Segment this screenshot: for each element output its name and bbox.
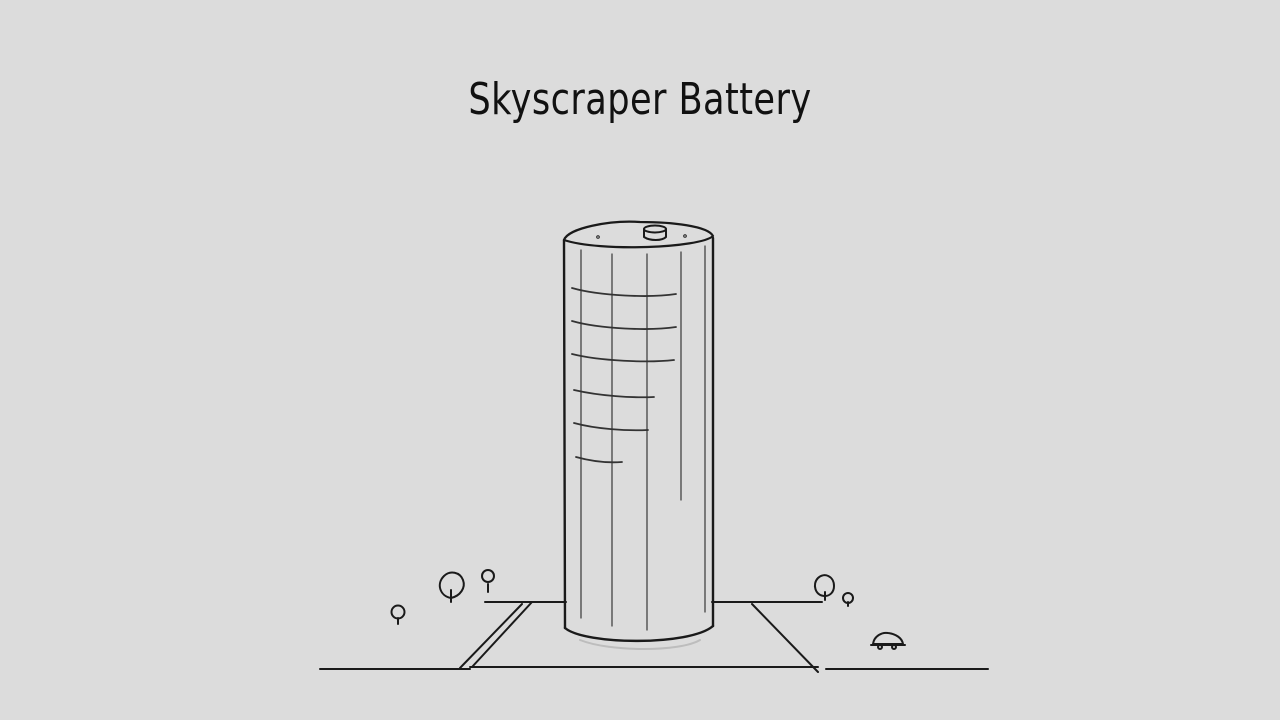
facade-floor-lines	[571, 287, 677, 464]
top-dot-left	[596, 235, 600, 239]
ground-lines	[319, 601, 989, 673]
tree-icon	[481, 569, 495, 593]
battery-terminal	[643, 224, 667, 241]
plaza-left-outer-line	[459, 603, 523, 669]
slide-title: Skyscraper Battery	[468, 74, 812, 125]
tower-top-rim	[562, 220, 715, 249]
plaza-left-side-line	[471, 601, 533, 668]
tower-bottom-rim	[563, 624, 715, 643]
tree-icon	[390, 604, 406, 625]
battery-tower	[562, 220, 715, 650]
facade-vertical-lines	[580, 245, 706, 631]
top-dot-right	[683, 234, 687, 238]
trees	[390, 569, 854, 625]
tree-icon	[813, 574, 835, 601]
tree-icon	[438, 571, 465, 603]
tree-icon	[842, 592, 854, 607]
car-icon	[870, 631, 906, 650]
tower-bottom-shadow	[579, 639, 701, 650]
plaza-right-side-line	[751, 603, 819, 673]
tower-left-side	[562, 238, 567, 630]
